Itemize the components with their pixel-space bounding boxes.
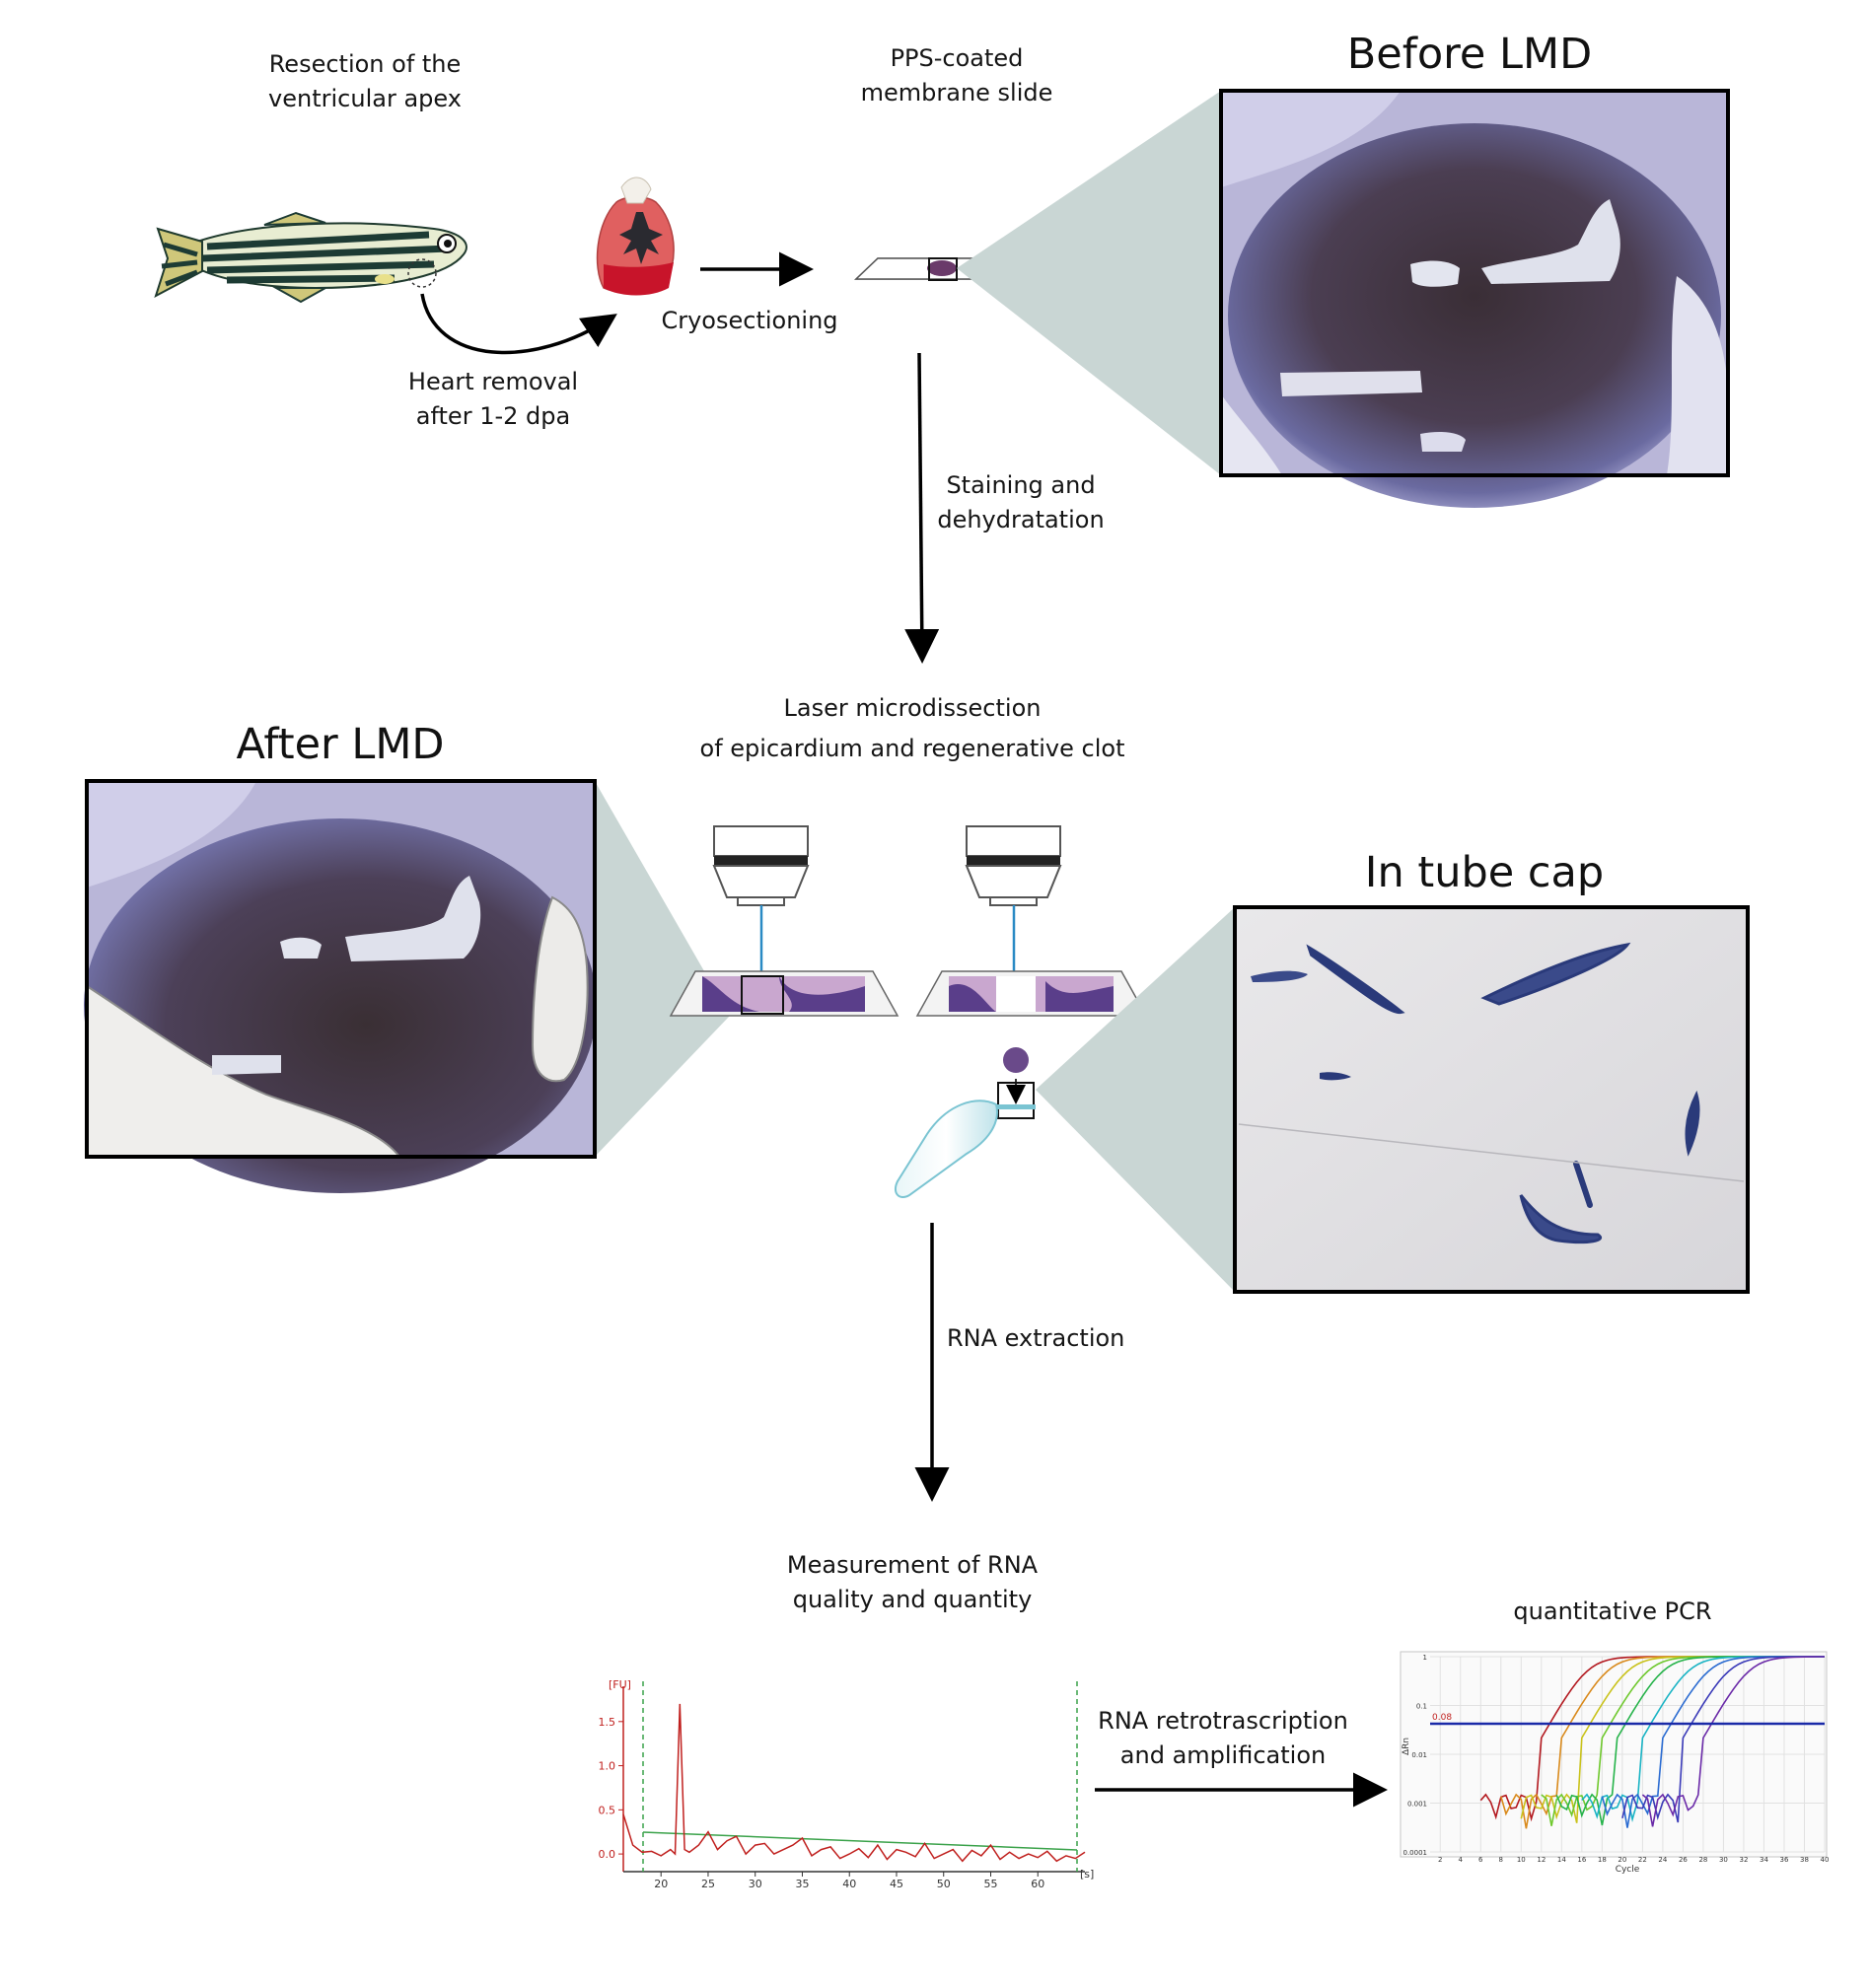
qpcr-x-tick-label: 32 xyxy=(1739,1856,1748,1864)
qpcr-x-tick-label: 22 xyxy=(1638,1856,1647,1864)
resection-line-1: Resection of the xyxy=(268,50,462,78)
bio-x-tick-label: 30 xyxy=(749,1878,762,1890)
bio-y-tick-label: 0.5 xyxy=(599,1804,616,1816)
bio-x-tick-label: 40 xyxy=(842,1878,856,1890)
measurement-line-2: quality and quantity xyxy=(792,1586,1033,1613)
qpcr-x-tick-label: 8 xyxy=(1499,1856,1503,1864)
qpcr-threshold-label: 0.08 xyxy=(1432,1713,1452,1723)
measurement-label: Measurement of RNA quality and quantity xyxy=(769,1548,1055,1617)
retro-line-1: RNA retrotrascription xyxy=(1098,1707,1348,1735)
slide-line-1: PPS-coated xyxy=(890,44,1024,72)
qpcr-x-tick-label: 28 xyxy=(1698,1856,1707,1864)
bio-baseline xyxy=(642,1831,1078,1851)
heart-removal-line-1: Heart removal xyxy=(407,368,579,395)
lmd-label: Laser microdissection of epicardium and … xyxy=(690,688,1134,769)
qpcr-x-tick-label: 18 xyxy=(1598,1856,1607,1864)
qpcr-x-tick-label: 12 xyxy=(1537,1856,1546,1864)
qpcr-label: quantitative PCR xyxy=(1513,1598,1712,1625)
tube-cap-image xyxy=(1233,905,1750,1294)
bio-y-tick-label: 0.0 xyxy=(599,1848,616,1861)
qpcr-x-tick-label: 36 xyxy=(1780,1856,1789,1864)
qpcr-y-label: ΔRn xyxy=(1402,1738,1411,1755)
tissue-slide-left xyxy=(669,970,899,1017)
qpcr-y-tick-label: 1 xyxy=(1423,1654,1427,1662)
bio-x-tick-label: 60 xyxy=(1031,1878,1044,1890)
retro-line-2: and amplification xyxy=(1119,1741,1327,1769)
staining-arrow xyxy=(904,352,940,664)
qpcr-x-tick-label: 30 xyxy=(1719,1856,1728,1864)
bio-trace xyxy=(622,1703,1086,1863)
qpcr-y-tick-label: 0.001 xyxy=(1407,1801,1427,1809)
collection-tube-icon xyxy=(894,1082,1036,1199)
staining-label: Staining and dehydratation xyxy=(927,468,1115,537)
zebrafish-icon xyxy=(154,211,468,304)
qpcr-x-tick-label: 2 xyxy=(1438,1856,1442,1864)
heart-removal-arrow xyxy=(420,293,617,355)
in-tube-cap-title: In tube cap xyxy=(1364,848,1605,897)
qpcr-x-tick-label: 38 xyxy=(1800,1856,1809,1864)
before-lmd-title: Before LMD xyxy=(1346,30,1593,79)
lmd-line-1: Laser microdissection xyxy=(783,694,1042,722)
rna-extraction-label: RNA extraction xyxy=(947,1324,1125,1352)
staining-line-1: Staining and xyxy=(946,471,1096,499)
before-lmd-image xyxy=(1219,89,1730,508)
qpcr-y-tick-label: 0.0001 xyxy=(1403,1849,1428,1857)
resection-label: Resection of the ventricular apex xyxy=(247,47,483,116)
cryosectioning-label: Cryosectioning xyxy=(661,307,838,334)
qpcr-x-tick-label: 26 xyxy=(1679,1856,1688,1864)
bioanalyzer-chart: 20 25 30 35 40 45 50 55 60 1.5 1.0 0.5 0.0 [FU] [s] xyxy=(599,1678,1095,1890)
slide-label: PPS-coated membrane slide xyxy=(848,41,1065,110)
bio-x-tick-label: 45 xyxy=(890,1878,903,1890)
qpcr-x-tick-label: 10 xyxy=(1517,1856,1526,1864)
qpcr-x-tick-label: 6 xyxy=(1478,1856,1483,1864)
measurement-line-1: Measurement of RNA xyxy=(786,1551,1039,1579)
lmd-line-2: of epicardium and regenerative clot xyxy=(699,735,1125,762)
retro-label: RNA retrotrascription and amplification xyxy=(1095,1704,1351,1773)
qpcr-x-tick-label: 24 xyxy=(1658,1856,1667,1864)
heart-icon xyxy=(596,177,675,296)
after-lmd-image xyxy=(84,779,597,1193)
after-lmd-title: After LMD xyxy=(236,720,445,769)
bio-y-tick-label: 1.0 xyxy=(599,1760,616,1773)
qpcr-x-tick-label: 20 xyxy=(1618,1856,1626,1864)
zoom-cone xyxy=(957,91,1221,475)
laser-objective-left xyxy=(712,825,810,974)
bio-y-tick-label: 1.5 xyxy=(599,1716,616,1729)
qpcr-y-tick-label: 0.1 xyxy=(1416,1703,1427,1711)
tube-zoom-cone xyxy=(1036,907,1235,1292)
tissue-slide-right xyxy=(915,970,1148,1017)
qpcr-x-tick-label: 4 xyxy=(1459,1856,1464,1864)
bio-y-unit: [FU] xyxy=(609,1678,631,1691)
staining-line-2: dehydratation xyxy=(937,506,1105,533)
bio-x-tick-label: 25 xyxy=(701,1878,715,1890)
qpcr-x-tick-label: 16 xyxy=(1577,1856,1586,1864)
heart-removal-label: Heart removal after 1-2 dpa xyxy=(404,365,582,434)
bio-x-tick-label: 55 xyxy=(983,1878,997,1890)
after-zoom-cone xyxy=(595,781,730,1157)
bio-x-unit: [s] xyxy=(1080,1868,1094,1881)
tissue-fragment-icon xyxy=(1003,1047,1029,1073)
resection-line-2: ventricular apex xyxy=(268,85,462,112)
bio-x-tick-label: 50 xyxy=(937,1878,951,1890)
qpcr-x-tick-label: 40 xyxy=(1821,1856,1830,1864)
laser-objective-right xyxy=(965,825,1062,1016)
qpcr-x-tick-label: 14 xyxy=(1557,1856,1566,1864)
qpcr-x-label: Cycle xyxy=(1616,1865,1640,1875)
qpcr-x-tick-label: 34 xyxy=(1760,1856,1768,1864)
heart-removal-line-2: after 1-2 dpa xyxy=(415,402,571,430)
slide-line-2: membrane slide xyxy=(860,79,1053,106)
qpcr-y-tick-label: 0.01 xyxy=(1411,1751,1427,1759)
bio-x-tick-label: 35 xyxy=(795,1878,809,1890)
qpcr-amplification-curve xyxy=(1641,1656,1825,1827)
bio-x-tick-label: 20 xyxy=(654,1878,668,1890)
